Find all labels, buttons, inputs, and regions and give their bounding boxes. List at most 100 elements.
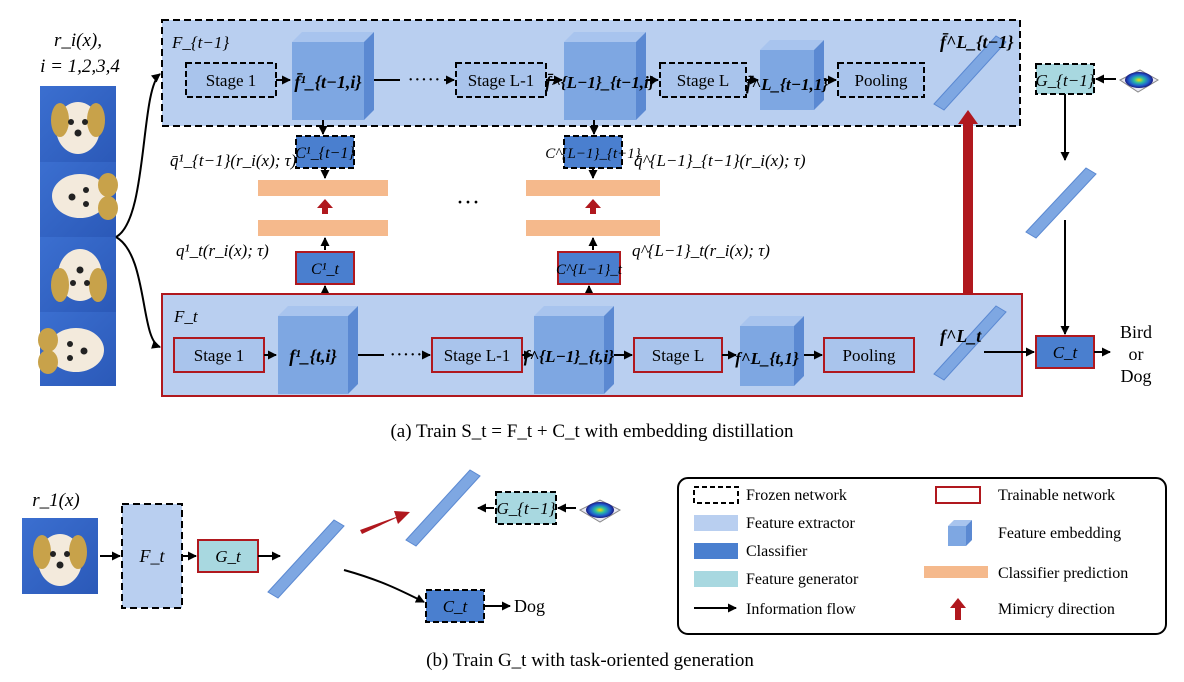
frozen-stageL1-label: Stage L-1 [468,71,535,90]
train-out-label: f^L_t [940,326,982,346]
part-b-classifier [425,589,485,623]
legend-trainable-swatch [935,486,981,504]
caption-a: (a) Train S_t = F_t + C_t with embedding… [390,421,794,442]
frozen-classifier-1 [295,135,355,169]
trainable-network: F_t Stage 1 f¹_{t,i} ····· Stage L-1 f^{… [161,293,1023,397]
part-b-input-label: r_1(x) [32,490,79,511]
part-b-extractor-label: F_t [139,546,166,566]
caption-b: (b) Train G_t with task-oriented generat… [426,650,754,671]
legend-embedding: Feature embedding [998,525,1121,542]
frozen-stage1-box [185,62,277,98]
input-label-1: r_i(x), [54,30,102,51]
legend-trainable: Trainable network [998,487,1115,504]
old-generator-a-label: G_{t−1} [1035,71,1094,90]
train-dots: ····· [389,344,422,366]
part-b-generator-label: G_t [215,547,242,566]
frozen-pooling-box [837,62,925,98]
trainable-pred-L1-label: q^{L−1}_t(r_i(x); τ) [632,241,770,260]
train-embedding-cube-L1 [534,306,614,394]
frozen-classifier-L1-label: C^{L−1}_{t−1} [545,146,641,162]
frozen-embedding-cube-L [760,40,824,110]
frozen-classifier-1-label: C¹_{t−1} [295,145,355,162]
frozen-prediction-bar-1 [258,180,388,196]
train-output-embedding [933,305,1007,381]
train-stage1-label: Stage 1 [194,346,245,365]
generated-embedding-a [1025,167,1097,239]
part-b-generated-embedding [267,519,345,599]
frozen-stageL1-box [455,62,547,98]
dog-image-1 [40,86,116,162]
train-stageL-box [633,337,723,373]
train-embedding-cube-1 [278,306,358,394]
train-emb1-label: f¹_{t,i} [289,346,337,366]
legend-prediction-swatch [924,566,988,578]
dog-image-2 [40,162,118,237]
trainable-pred-1-label: q¹_t(r_i(x); τ) [176,241,269,260]
output-dog: Dog [1121,366,1152,386]
output-or: or [1129,344,1144,364]
trainable-classifier-1-label: C¹_t [311,261,339,278]
mimicry-arrow-L1 [585,199,601,214]
train-pooling-label: Pooling [843,346,896,365]
frozen-network-previous: F_{t−1} Stage 1 f̄¹_{t−1,i} ····· Stage … [161,19,1021,127]
frozen-stageL-label: Stage L [677,71,729,90]
train-stageL1-label: Stage L-1 [444,346,511,365]
old-generator-a: G_{t−1} [1025,63,1159,335]
trainable-classifier-1 [295,251,355,285]
part-b: r_1(x) F_t G_t G_{t−1} C_t Dog [22,469,622,623]
legend-generator-swatch [694,571,738,587]
frozen-dots: ····· [407,69,440,91]
part-b-old-embedding [405,469,481,547]
input-images: r_i(x), i = 1,2,3,4 [38,30,161,386]
part-b-old-generator [495,491,557,525]
legend-extractor: Feature extractor [746,515,856,532]
legend-generator: Feature generator [746,571,859,588]
part-b-dog-image [22,518,98,594]
legend-classifier: Classifier [746,543,808,560]
frozen-pooling-label: Pooling [855,71,908,90]
trainable-prediction-bar-L1 [526,220,660,236]
frozen-net-name: F_{t−1} [171,33,229,52]
gaussian-noise-icon [1119,69,1159,93]
part-b-extractor [121,503,183,609]
frozen-embL-label: f̄^L_{t−1,1} [746,75,828,94]
legend-embedding-swatch [948,520,972,546]
frozen-embedding-cube-L1 [564,32,646,120]
train-embL-label: f^L_{t,1} [735,349,799,368]
part-b-output: Dog [514,596,545,616]
train-embL1-label: f^{L−1}_{t,i} [524,347,614,366]
legend-frozen: Frozen network [746,487,847,504]
classifier-a-label: C_t [1053,343,1079,362]
output-bird: Bird [1120,322,1152,342]
train-embedding-cube-L [740,316,804,386]
legend-mimicry: Mimicry direction [998,601,1115,618]
legend-flow: Information flow [746,601,856,618]
part-b-mimicry-arrow [360,511,410,534]
middle-dots: ··· [456,190,480,216]
frozen-out-label: f̄^L_{t−1} [940,31,1014,52]
trainable-prediction-bar-1 [258,220,388,236]
part-b-classifier-label: C_t [443,597,469,616]
legend-classifier-swatch [694,543,738,559]
part-b-old-generator-label: G_{t−1} [496,499,555,518]
frozen-stage1-label: Stage 1 [206,71,257,90]
distillation-branch-1: C¹_{t−1} q̄¹_{t−1}(r_i(x); τ) C¹_t q¹_t(… [170,120,388,300]
part-b-gaussian-noise-icon [578,499,622,523]
legend-prediction: Classifier prediction [998,565,1128,582]
frozen-embedding-cube-1 [292,32,374,120]
distillation-branch-L1: C^{L−1}_{t−1} q̄^{L−1}_{t−1}(r_i(x); τ) … [526,120,806,300]
frozen-embL1-label: f̄^{L−1}_{t−1,i} [545,73,654,92]
frozen-pred-L1-label: q̄^{L−1}_{t−1}(r_i(x); τ) [634,151,806,170]
classifier-a: C_t Bird or Dog [984,322,1152,386]
frozen-prediction-bar-L1 [526,180,660,196]
dog-image-4 [38,312,116,386]
train-pooling-box [823,337,915,373]
legend-extractor-swatch [694,515,738,531]
train-net-name: F_t [173,307,199,326]
legend-frozen-swatch [693,486,739,504]
frozen-stageL-box [659,62,747,98]
dog-image-3 [40,237,116,312]
frozen-output-embedding [933,35,1007,111]
train-stageL-label: Stage L [652,346,704,365]
